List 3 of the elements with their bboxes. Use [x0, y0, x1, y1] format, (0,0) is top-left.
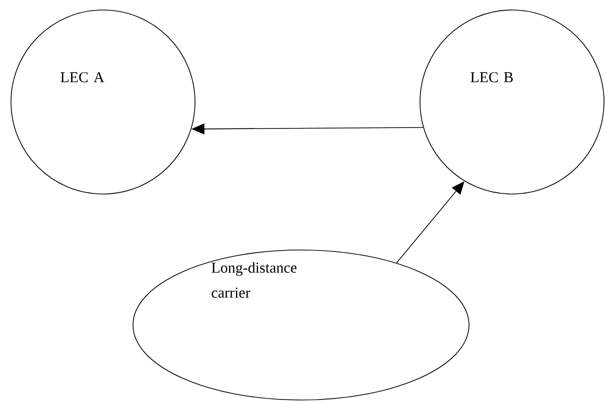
circle-node: LEC A	[10, 10, 196, 194]
ellipse-node: Long-distance carrier	[132, 250, 470, 400]
circle-node: LEC B	[420, 10, 604, 194]
